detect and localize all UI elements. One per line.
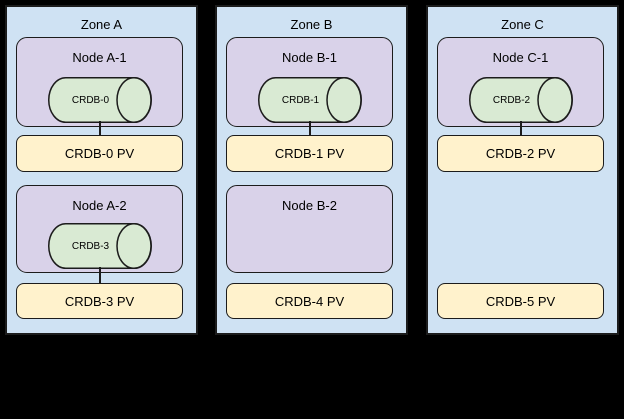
node-label: Node B-1 (282, 50, 337, 65)
cylinder-shape (468, 77, 573, 123)
database-cylinder-crdb0: CRDB-0 (47, 77, 152, 123)
pod-label: CRDB-1 (281, 94, 320, 106)
database-cylinder-crdb3: CRDB-3 (47, 223, 152, 269)
pv-box: CRDB-4 PV (226, 283, 393, 319)
zone-label: Zone A (80, 17, 123, 32)
node-label: Node A-1 (72, 50, 127, 65)
pv-box: CRDB-0 PV (16, 135, 183, 172)
pv-box: CRDB-3 PV (16, 283, 183, 319)
node-box-b2-empty: Node B-2 (226, 185, 393, 273)
node-label: Node B-2 (282, 198, 337, 213)
zone-a: Zone A Node A-1 CRDB-0 CRDB-0 PV Node A-… (5, 5, 198, 335)
node-box-c1: Node C-1 CRDB-2 (437, 37, 604, 127)
pod-pv-connector-line (308, 121, 311, 136)
pod-label: CRDB-2 (492, 94, 531, 106)
pod-label: CRDB-3 (71, 240, 110, 252)
database-cylinder-crdb1: CRDB-1 (257, 77, 362, 123)
pod-pv-connector-line (98, 121, 101, 136)
zone-label: Zone B (290, 17, 333, 32)
pv-label: CRDB-4 PV (274, 293, 345, 309)
pv-label: CRDB-5 PV (485, 293, 556, 309)
pv-label: CRDB-3 PV (64, 293, 135, 309)
node-label: Node C-1 (492, 50, 549, 65)
pv-label: CRDB-2 PV (485, 146, 556, 161)
pv-label: CRDB-1 PV (274, 146, 345, 161)
node-box-b1: Node B-1 CRDB-1 (226, 37, 393, 127)
cylinder-shape (257, 77, 362, 123)
node-label: Node A-2 (72, 198, 127, 213)
zone-c: Zone C Node C-1 CRDB-2 CRDB-2 PV CRDB-5 … (426, 5, 619, 335)
database-cylinder-crdb2: CRDB-2 (468, 77, 573, 123)
pod-pv-connector-line (98, 267, 101, 284)
pod-pv-connector-line (519, 121, 522, 136)
pod-label: CRDB-0 (71, 94, 110, 106)
zone-b: Zone B Node B-1 CRDB-1 CRDB-1 PV Node B-… (215, 5, 408, 335)
pv-box: CRDB-1 PV (226, 135, 393, 172)
cylinder-shape (47, 77, 152, 123)
node-box-a2: Node A-2 CRDB-3 (16, 185, 183, 273)
pv-box: CRDB-2 PV (437, 135, 604, 172)
node-box-a1: Node A-1 CRDB-0 (16, 37, 183, 127)
pv-label: CRDB-0 PV (64, 146, 135, 161)
cylinder-shape (47, 223, 152, 269)
pv-box: CRDB-5 PV (437, 283, 604, 319)
zone-label: Zone C (501, 17, 544, 32)
